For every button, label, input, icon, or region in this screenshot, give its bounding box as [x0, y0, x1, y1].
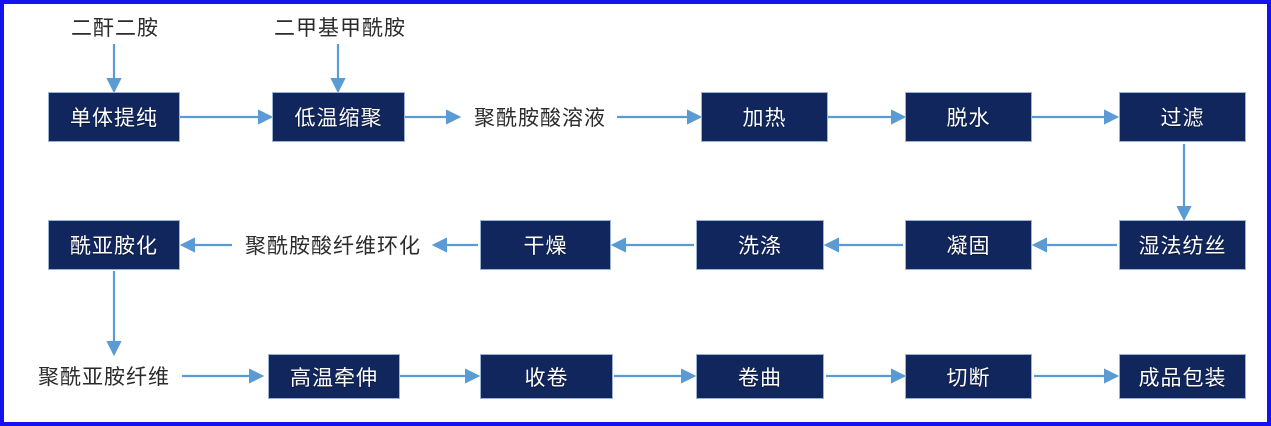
- node-cutting[interactable]: 切断: [905, 354, 1032, 399]
- node-drying[interactable]: 干燥: [480, 220, 611, 270]
- node-low-temp-polycondensation[interactable]: 低温缩聚: [272, 92, 405, 142]
- node-monomer-purification[interactable]: 单体提纯: [48, 92, 180, 142]
- node-washing[interactable]: 洗涤: [696, 220, 824, 270]
- input-label-dianhydride: 二酐二胺: [71, 16, 159, 40]
- node-high-temp-drawing[interactable]: 高温牵伸: [268, 354, 400, 399]
- node-crimping[interactable]: 卷曲: [696, 354, 824, 399]
- intermediate-label-pi-fiber: 聚酰亚胺纤维: [38, 365, 170, 389]
- node-coagulation[interactable]: 凝固: [905, 220, 1032, 270]
- node-packaging[interactable]: 成品包装: [1119, 354, 1246, 399]
- input-label-dmf: 二甲基甲酰胺: [274, 16, 406, 40]
- node-filtration[interactable]: 过滤: [1119, 92, 1246, 142]
- node-imidization[interactable]: 酰亚胺化: [48, 220, 180, 270]
- node-wet-spinning[interactable]: 湿法纺丝: [1119, 220, 1246, 270]
- connector-layer: [106, 44, 1192, 384]
- node-winding[interactable]: 收卷: [480, 354, 613, 399]
- intermediate-label-paa-fiber-cyclization: 聚酰胺酸纤维环化: [245, 234, 421, 258]
- node-heating[interactable]: 加热: [701, 92, 828, 142]
- node-dehydration[interactable]: 脱水: [905, 92, 1032, 142]
- intermediate-label-paa-solution: 聚酰胺酸溶液: [474, 106, 606, 130]
